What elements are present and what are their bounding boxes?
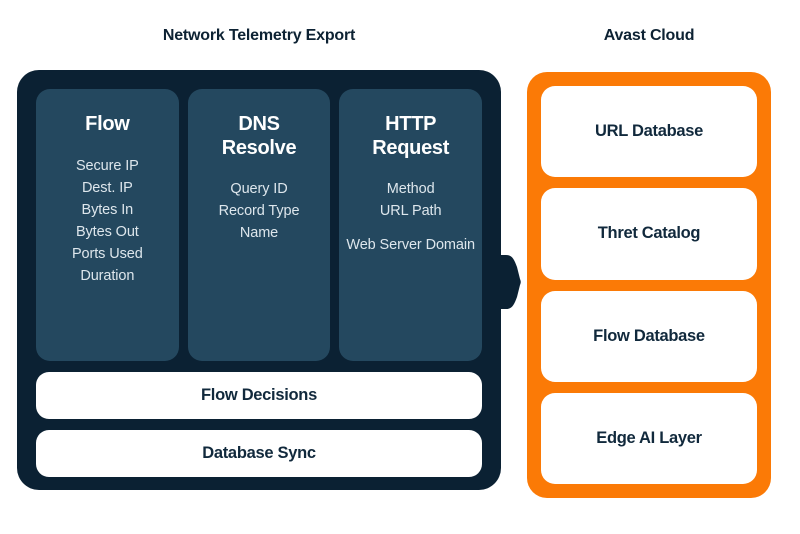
card-field: Secure IP (75, 157, 139, 174)
card-heading: DNS Resolve (194, 113, 325, 160)
card-field: Web Server Domain (346, 237, 475, 254)
card-field: Duration (80, 267, 135, 284)
telemetry-card-row: Flow Secure IP Dest. IP Bytes In Bytes O… (36, 89, 483, 361)
telemetry-panel: Flow Secure IP Dest. IP Bytes In Bytes O… (17, 70, 501, 490)
card-field: Dest. IP (81, 179, 133, 196)
card-heading: Flow (85, 113, 130, 135)
card-heading-line: Resolve (221, 136, 297, 159)
telemetry-card-http-request[interactable]: HTTP Request Method URL Path Web Server … (339, 89, 483, 361)
cloud-card-edge-ai-layer[interactable]: Edge AI Layer (541, 392, 757, 484)
telemetry-card-flow[interactable]: Flow Secure IP Dest. IP Bytes In Bytes O… (36, 89, 179, 361)
card-heading: HTTP Request (345, 113, 476, 160)
card-field: Record Type (218, 203, 300, 220)
card-field: Method (386, 181, 435, 198)
bar-database-sync[interactable]: Database Sync (36, 430, 482, 477)
card-field: Bytes In (81, 201, 134, 218)
card-heading-line: Request (372, 136, 450, 159)
telemetry-card-dns-resolve[interactable]: DNS Resolve Query ID Record Type Name (187, 89, 331, 361)
card-field: Ports Used (71, 245, 143, 262)
bar-flow-decisions[interactable]: Flow Decisions (36, 372, 482, 419)
cloud-card-url-database[interactable]: URL Database (541, 86, 757, 178)
card-field: Query ID (230, 181, 288, 198)
card-heading-line: HTTP (385, 113, 437, 135)
arrow-right-icon (498, 255, 521, 309)
left-panel-title: Network Telemetry Export (162, 27, 356, 44)
card-heading-line: DNS (238, 113, 280, 135)
cloud-card-flow-database[interactable]: Flow Database (541, 290, 757, 382)
cloud-panel: URL Database Thret Catalog Flow Database… (527, 72, 771, 498)
card-field: Bytes Out (75, 223, 139, 240)
card-field: URL Path (379, 203, 442, 220)
card-field: Name (239, 225, 279, 242)
right-panel-title: Avast Cloud (603, 27, 695, 44)
cloud-card-thret-catalog[interactable]: Thret Catalog (541, 188, 757, 280)
